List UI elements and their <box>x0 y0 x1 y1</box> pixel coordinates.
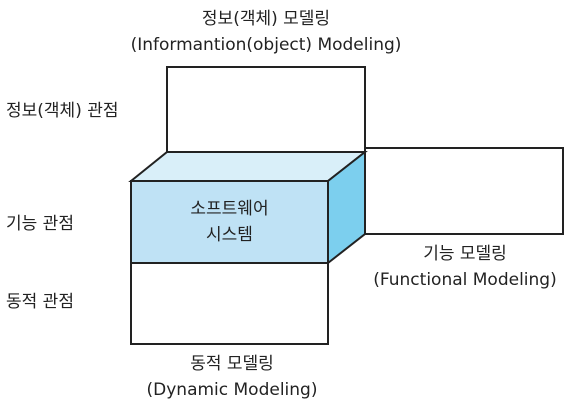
information-modeling-title-en: (Informantion(object) Modeling) <box>130 35 402 55</box>
dynamic-view-label: 동적 관점 <box>6 292 74 312</box>
information-modeling-title-ko: 정보(객체) 모델링 <box>201 9 331 29</box>
dynamic-modeling-title-ko: 동적 모델링 <box>190 354 274 374</box>
software-system-line1: 소프트웨어 <box>190 199 269 219</box>
functional-modeling-title-ko: 기능 모델링 <box>423 244 507 264</box>
cube-front-face <box>130 180 329 264</box>
dynamic-modeling-box <box>130 262 329 345</box>
functional-view-label: 기능 관점 <box>6 214 74 234</box>
cube-top-face <box>128 151 368 182</box>
software-system-line2: 시스템 <box>206 225 253 245</box>
functional-modeling-box <box>364 147 564 235</box>
functional-modeling-title-en: (Functional Modeling) <box>373 270 557 290</box>
software-system-label: 소프트웨어 시스템 <box>131 196 328 248</box>
dynamic-modeling-title-en: (Dynamic Modeling) <box>146 380 318 400</box>
information-view-label: 정보(객체) 관점 <box>6 101 119 121</box>
